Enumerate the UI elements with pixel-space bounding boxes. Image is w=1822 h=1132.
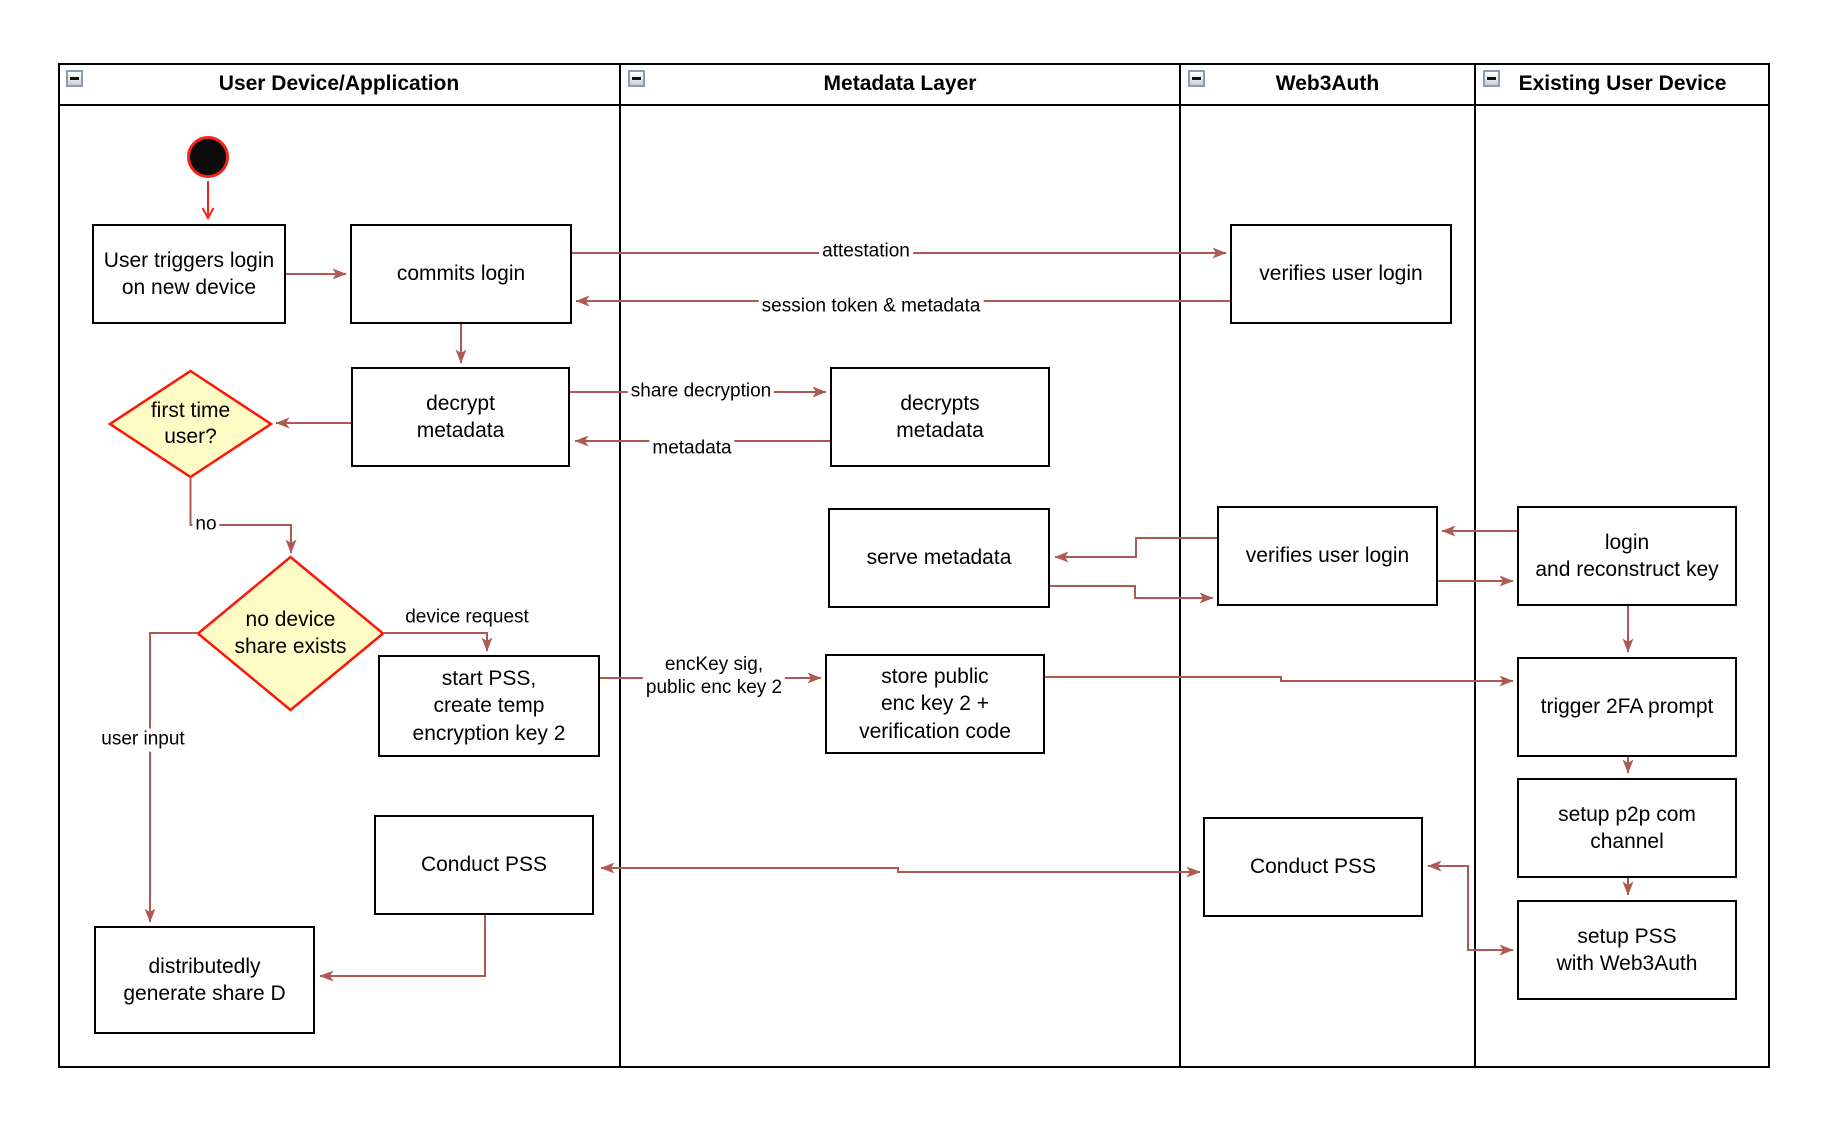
edge-label-user-input: user input [98,728,188,752]
edge-conductpss-conductpss [600,862,1201,878]
lane-header-user-device-application: User Device/Application [58,63,620,105]
node-text-line: Conduct PSS [420,853,548,877]
node-text-line: Conduct PSS [1249,855,1377,879]
node-text-line: store public [881,665,989,689]
edge-conductpss-to-shared [319,915,486,982]
node-text-line: decrypts [900,391,980,415]
node-trigger-2fa-prompt: trigger 2FA prompt [1517,657,1737,757]
lane-header-metadata-layer: Metadata Layer [620,63,1180,105]
edge-serve-to-verifies2 [1050,585,1214,604]
node-text-line: login [1604,530,1650,554]
edge-label-line: device request [405,606,529,628]
node-text-line: serve metadata [866,546,1012,570]
node-text-line: commits login [396,262,526,286]
node-text-line: setup PSS [1577,924,1677,948]
collapse-minus-icon[interactable] [66,70,83,87]
node-start-pss-create-temp-key: start PSS, create temp encryption key 2 [378,655,600,757]
lane-title: Existing User Device [1518,72,1727,95]
node-text-line: verifies user login [1259,262,1423,286]
node-text-line: User triggers login [103,248,275,272]
node-commits-login: commits login [350,224,572,324]
edge-label-share-decryption: share decryption [627,380,775,404]
node-text-line: create temp [433,694,545,718]
edge-label-attestation: attestation [819,240,913,264]
decision-no-device-share-exists [196,555,385,712]
minus-glyph [1192,77,1201,80]
node-text-line: decrypt [426,391,495,415]
edge-no-branch [189,477,297,554]
edge-conductpss-setuppss [1427,860,1514,956]
node-verifies-user-login-2: verifies user login [1217,506,1438,606]
node-text-line: generate share D [123,982,286,1005]
minus-glyph [70,77,79,80]
node-text-line: start PSS, [441,667,537,691]
minus-glyph [632,77,641,80]
node-text-line: metadata [896,419,984,442]
node-store-public-enc-key: store public enc key 2 + verification code [825,654,1045,754]
edge-device-request [383,632,493,652]
edge-label-metadata: metadata [649,437,735,461]
node-text-line: enc key 2 + [881,692,989,716]
collapse-minus-icon[interactable] [1483,70,1500,87]
lane-header-web3auth: Web3Auth [1180,63,1475,105]
node-decrypts-metadata: decrypts metadata [830,367,1050,467]
node-text-line: trigger 2FA prompt [1540,695,1714,719]
edge-user-input [144,632,198,923]
decision-first-time-user [107,369,274,479]
node-conduct-pss-web3auth: Conduct PSS [1203,817,1423,917]
minus-glyph [1487,77,1496,80]
edge-label-no: no [192,513,220,537]
node-user-triggers-login: User triggers login on new device [92,224,286,324]
node-text-line: channel [1590,830,1664,853]
edge-verifies2-to-serve [1054,537,1217,563]
lane-title: User Device/Application [218,72,460,95]
node-setup-pss-with-web3auth: setup PSS with Web3Auth [1517,900,1737,1000]
edge-label-enckey-sig: encKey sig,public enc key 2 [642,654,786,700]
edge-label-device-request: device request [402,606,532,630]
edge-label-line: attestation [822,240,910,262]
node-text-line: on new device [121,276,257,299]
node-conduct-pss-user-device: Conduct PSS [374,815,594,915]
collapse-minus-icon[interactable] [1188,70,1205,87]
start-node [187,136,229,178]
node-text-line: and reconstruct key [1535,558,1719,581]
node-text-line: encryption key 2 [412,721,566,745]
edge-label-line: user input [101,728,185,750]
lane-title: Metadata Layer [823,72,977,95]
node-login-and-reconstruct-key: login and reconstruct key [1517,506,1737,606]
edge-label-line: session token & metadata [761,295,981,317]
edge-label-line: no [195,513,217,535]
node-setup-p2p-com-channel: setup p2p com channel [1517,778,1737,878]
edge-label-line: metadata [652,437,732,459]
edge-label-line: encKey sig, [664,654,764,676]
node-serve-metadata: serve metadata [828,508,1050,608]
edge-store-to-2fa [1045,675,1514,687]
edge-label-session-token: session token & metadata [758,295,984,319]
node-text-line: setup p2p com [1558,802,1696,826]
node-decrypt-metadata: decrypt metadata [351,367,570,467]
edge-label-line: share decryption [630,380,772,402]
node-text-line: verifies user login [1245,544,1410,568]
edge-label-line: public enc key 2 [645,677,783,698]
lane-header-existing-user-device: Existing User Device [1475,63,1770,105]
node-text-line: verification code [859,719,1011,743]
node-text-line: distributedly [148,954,261,978]
node-distributedly-generate-share-d: distributedly generate share D [94,926,315,1034]
collapse-minus-icon[interactable] [628,70,645,87]
node-text-line: metadata [416,419,505,442]
node-text-line: with Web3Auth [1556,952,1698,975]
node-verifies-user-login-1: verifies user login [1230,224,1452,324]
lane-title: Web3Auth [1275,72,1380,95]
